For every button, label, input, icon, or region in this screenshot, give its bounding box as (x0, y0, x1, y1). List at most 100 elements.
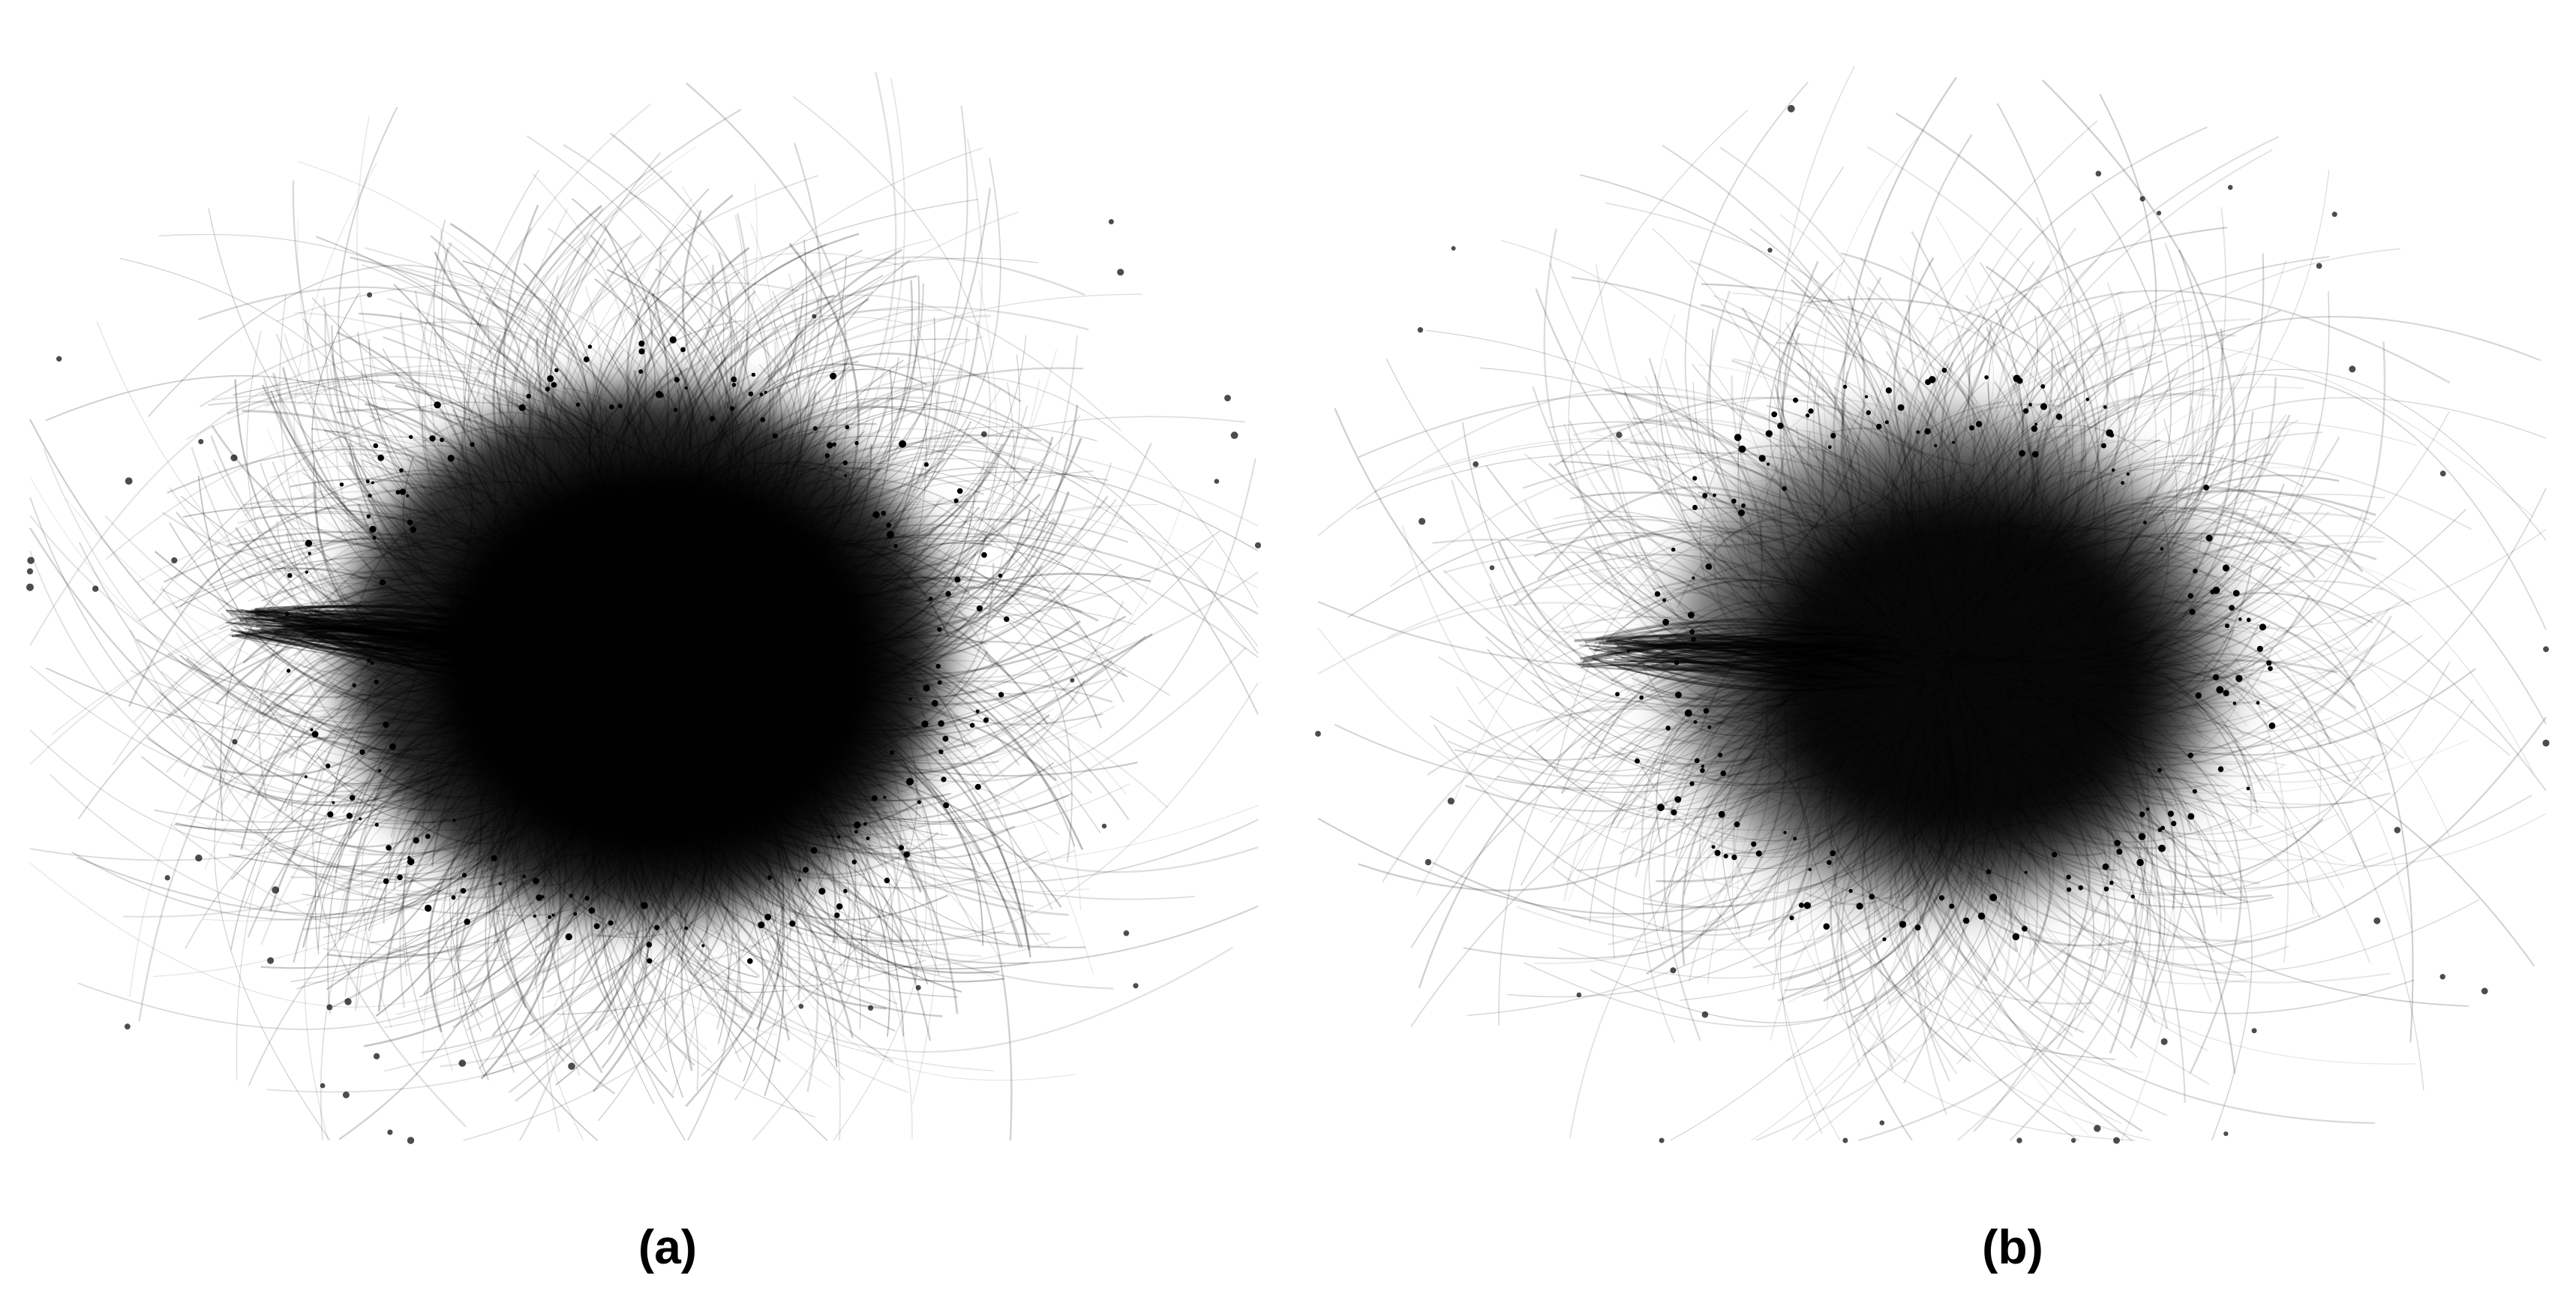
network-node (1758, 455, 1766, 462)
network-node (458, 1059, 467, 1067)
network-node (2136, 858, 2144, 867)
network-node (923, 462, 929, 467)
network-node (2212, 674, 2220, 681)
network-node (937, 626, 942, 632)
network-node (1694, 758, 1700, 764)
network-node (2157, 768, 2162, 773)
network-node (536, 894, 543, 901)
network-node (845, 425, 850, 430)
network-node (1489, 565, 1495, 570)
network-node (1856, 903, 1863, 910)
network-node (311, 731, 319, 738)
network-node (608, 920, 614, 926)
network-node (1789, 915, 1794, 921)
network-node (1864, 395, 1869, 398)
network-node (344, 998, 352, 1005)
network-node (764, 390, 767, 395)
network-node (1842, 384, 1848, 389)
network-node (729, 406, 735, 411)
network-node (371, 481, 374, 485)
network-node (2145, 807, 2150, 811)
network-node (1123, 930, 1130, 936)
network-node (2210, 589, 2215, 595)
network-node (810, 847, 818, 854)
network-node (2019, 449, 2025, 457)
network-node (491, 855, 497, 861)
network-node (1808, 867, 1812, 872)
network-node (872, 511, 880, 518)
network-node (533, 914, 536, 918)
network-node (447, 455, 455, 462)
network-node (863, 822, 867, 826)
network-node (2394, 827, 2401, 834)
network-node (470, 442, 475, 447)
network-node (326, 763, 331, 768)
network-node (1692, 476, 1698, 481)
network-node (824, 453, 830, 458)
network-node (2203, 484, 2209, 491)
network-node (673, 407, 678, 412)
network-node (1952, 440, 1956, 444)
network-node (1885, 387, 1892, 394)
network-node (1714, 849, 1721, 856)
network-node (1969, 425, 1975, 431)
network-node (342, 1091, 350, 1098)
network-node (565, 933, 572, 941)
network-node (684, 386, 688, 390)
nodes-group (1315, 104, 2550, 1144)
network-node (1214, 479, 1220, 484)
network-node (2031, 451, 2039, 458)
network-node (410, 526, 417, 533)
network-node (464, 918, 470, 925)
network-node (998, 692, 1004, 698)
network-node (969, 723, 975, 728)
network-node (899, 845, 905, 851)
network-node (1626, 649, 1631, 653)
network-node (425, 904, 432, 912)
network-node (609, 404, 614, 410)
network-node (2085, 398, 2090, 401)
network-node (731, 383, 737, 387)
network-node (395, 490, 401, 495)
network-node (2012, 933, 2019, 941)
network-node (230, 454, 238, 461)
network-node (2116, 849, 2123, 855)
network-node (1884, 420, 1889, 425)
network-node (638, 369, 644, 374)
network-node (305, 539, 313, 547)
network-node (1417, 327, 1424, 333)
network-node (921, 720, 929, 728)
network-node (1848, 888, 1853, 894)
network-node (1783, 831, 1787, 834)
network-node (583, 356, 590, 362)
network-node (1741, 503, 1746, 508)
network-node (2143, 521, 2147, 524)
network-node (2192, 789, 2197, 794)
network-node (1941, 368, 1947, 373)
network-node (346, 813, 353, 819)
network-node (2094, 1125, 2101, 1132)
network-node (928, 596, 933, 601)
network-node (654, 924, 660, 930)
network-node (2040, 384, 2046, 389)
network-node (2316, 263, 2322, 269)
network-node (881, 510, 887, 516)
panel-b-caption: (b) (1982, 1220, 2043, 1274)
network-node (462, 873, 467, 878)
network-node (941, 777, 947, 783)
network-node (1576, 992, 1582, 998)
network-node (1639, 695, 1644, 700)
network-node (617, 404, 623, 409)
network-node (2114, 840, 2121, 846)
network-node (2187, 753, 2193, 759)
network-node (1703, 708, 1710, 714)
network-node (2040, 403, 2048, 410)
network-node (974, 783, 981, 790)
network-node (2102, 863, 2109, 870)
network-node (434, 401, 441, 409)
network-node (352, 683, 356, 687)
network-node (2103, 405, 2107, 409)
network-node (1830, 433, 1836, 439)
network-node (287, 572, 293, 578)
network-node (2266, 660, 2272, 666)
